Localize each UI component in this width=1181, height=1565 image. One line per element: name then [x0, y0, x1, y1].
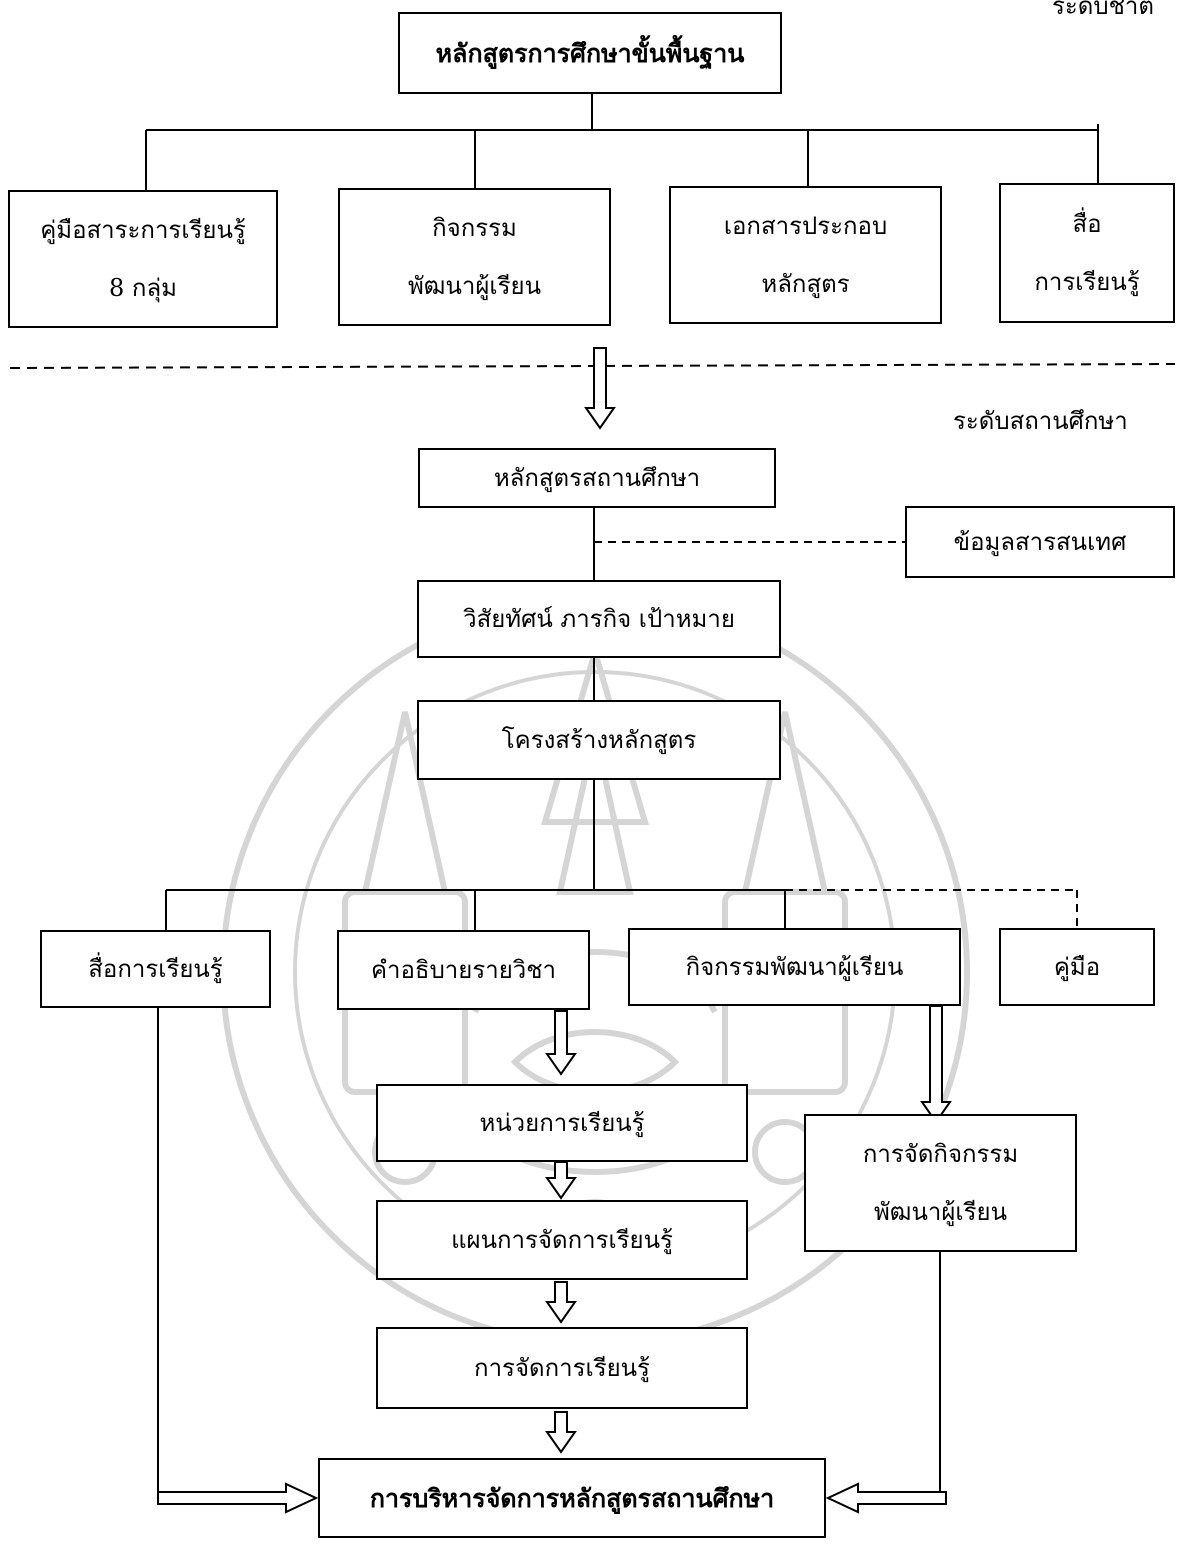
hollow-arrow-right — [157, 1482, 319, 1514]
activity-management-line2: พัฒนาผู้เรียน — [873, 1198, 1007, 1226]
hollow-arrow-down — [545, 1281, 577, 1324]
course-descriptions-box: คำอธิบายรายวิชา — [337, 930, 590, 1010]
curriculum-administration-label: การบริหารจัดการหลักสูตรสถานศึกษา — [369, 1483, 775, 1513]
school-curriculum-label: หลักสูตรสถานศึกษา — [493, 464, 701, 492]
level-separator — [9, 363, 1176, 369]
school-curriculum-box: หลักสูตรสถานศึกษา — [418, 448, 776, 508]
handbook-label: คู่มือ — [1053, 953, 1101, 981]
learning-media-box: สื่อ การเรียนรู้ — [999, 183, 1175, 323]
learning-units-box: หน่วยการเรียนรู้ — [376, 1084, 748, 1162]
learner-activities-line2: พัฒนาผู้เรียน — [407, 272, 541, 300]
information-box: ข้อมูลสารสนเทศ — [905, 506, 1175, 578]
learner-activities-box: กิจกรรม พัฒนาผู้เรียน — [338, 188, 611, 326]
learning-management-label: การจัดการเรียนรู้ — [474, 1354, 650, 1382]
learning-plans-label: แผนการจัดการเรียนรู้ — [451, 1226, 673, 1254]
school-learning-media-box: สื่อการเรียนรู้ — [40, 930, 271, 1008]
school-learner-activities-label: กิจกรรมพัฒนาผู้เรียน — [685, 953, 904, 981]
handbook-8-groups-line2: 8 กลุ่ม — [109, 274, 177, 302]
hollow-arrow-down — [545, 1161, 577, 1200]
curriculum-structure-box: โครงสร้างหลักสูตร — [417, 700, 781, 780]
handbook-8-groups-line1: คู่มือสาระการเรียนรู้ — [40, 216, 246, 244]
curriculum-administration-box: การบริหารจัดการหลักสูตรสถานศึกษา — [318, 1458, 826, 1538]
school-learner-activities-box: กิจกรรมพัฒนาผู้เรียน — [628, 928, 961, 1006]
course-descriptions-label: คำอธิบายรายวิชา — [370, 956, 557, 984]
core-curriculum-label: หลักสูตรการศึกษาขั้นพื้นฐาน — [435, 38, 745, 68]
hollow-arrow-down — [920, 1005, 952, 1124]
curriculum-documents-line1: เอกสารประกอบ — [723, 212, 888, 240]
school-learning-media-label: สื่อการเรียนรู้ — [88, 955, 223, 983]
activity-management-line1: การจัดกิจกรรม — [862, 1140, 1019, 1168]
learning-units-label: หน่วยการเรียนรู้ — [479, 1109, 645, 1137]
hollow-arrow-down — [545, 1010, 577, 1076]
learner-activities-line1: กิจกรรม — [432, 214, 517, 242]
learning-media-line1: สื่อ — [1072, 210, 1102, 238]
handbook-8-groups-box: คู่มือสาระการเรียนรู้ 8 กลุ่ม — [8, 190, 278, 328]
curriculum-documents-box: เอกสารประกอบ หลักสูตร — [669, 186, 942, 324]
learning-plans-box: แผนการจัดการเรียนรู้ — [376, 1200, 748, 1280]
hollow-arrow-down — [545, 1411, 577, 1454]
vision-mission-goals-box: วิสัยทัศน์ ภารกิจ เป้าหมาย — [417, 580, 781, 658]
handbook-box: คู่มือ — [999, 928, 1155, 1006]
curriculum-structure-label: โครงสร้างหลักสูตร — [501, 726, 697, 754]
learning-media-line2: การเรียนรู้ — [1034, 268, 1140, 296]
information-label: ข้อมูลสารสนเทศ — [953, 528, 1127, 556]
national-level-label: ระดับชาติ — [1052, 0, 1154, 20]
institution-level-label: ระดับสถานศึกษา — [953, 407, 1128, 435]
core-curriculum-box: หลักสูตรการศึกษาขั้นพื้นฐาน — [398, 12, 782, 94]
hollow-arrow-left — [825, 1482, 947, 1514]
hollow-arrow-down — [584, 347, 616, 430]
activity-management-box: การจัดกิจกรรม พัฒนาผู้เรียน — [804, 1114, 1077, 1252]
curriculum-documents-line2: หลักสูตร — [761, 270, 850, 298]
vision-mission-goals-label: วิสัยทัศน์ ภารกิจ เป้าหมาย — [463, 605, 735, 633]
learning-management-box: การจัดการเรียนรู้ — [376, 1327, 748, 1409]
